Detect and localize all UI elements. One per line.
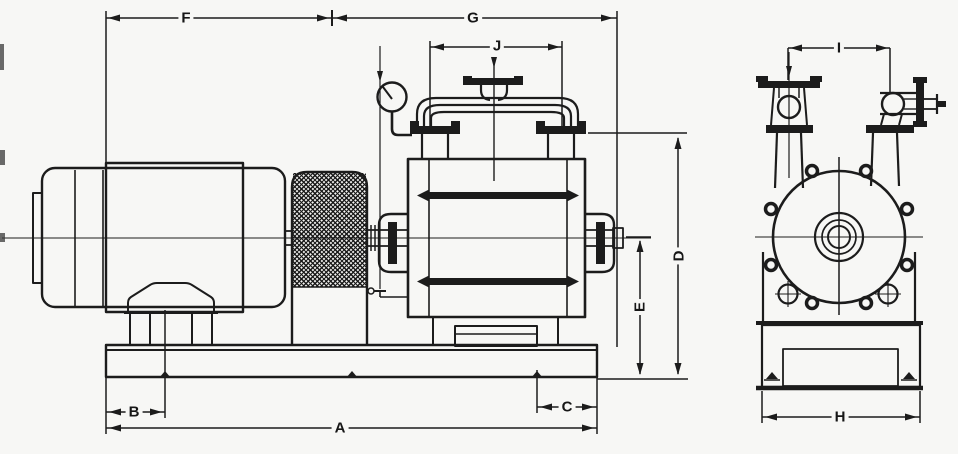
dim-b [106, 310, 166, 418]
dimension-label-d: D [671, 247, 688, 265]
dimension-label-c: C [558, 399, 576, 415]
motor-foot [124, 282, 218, 345]
rim-bolts [763, 163, 915, 311]
front-view [0, 44, 651, 379]
bearing-housing-left [367, 212, 408, 274]
suction-manifold [410, 57, 586, 181]
dim-i [786, 44, 891, 92]
dimension-label-g: G [464, 10, 482, 26]
bearing-housing-right [585, 212, 624, 274]
pressure-gauge-icon [376, 81, 412, 137]
end-view [755, 52, 946, 391]
dim-f [105, 10, 333, 163]
dim-a [105, 377, 598, 434]
dimension-label-f: F [178, 10, 194, 26]
top-connection [463, 57, 523, 181]
gauge-tap-line [377, 46, 383, 289]
dimension-label-e: E [632, 298, 649, 316]
pedestal [756, 321, 923, 391]
dimension-label-i: I [833, 40, 845, 56]
dimension-label-a: A [331, 420, 349, 436]
foot-bolts [775, 281, 901, 307]
edge-marks [0, 44, 5, 242]
pump-casing [406, 157, 587, 347]
dimension-label-h: H [831, 409, 849, 425]
discharge-port [866, 77, 946, 187]
coupling-guard [290, 170, 369, 346]
tie-rods [417, 189, 579, 288]
drain-valve-icon [367, 287, 408, 298]
casing-end [755, 157, 923, 321]
pump-pedestal [432, 317, 559, 347]
baseplate [104, 343, 599, 379]
dimension-label-b: B [125, 404, 143, 420]
dimensions [105, 10, 921, 434]
dimension-label-j: J [489, 38, 505, 54]
dim-g [332, 11, 618, 347]
